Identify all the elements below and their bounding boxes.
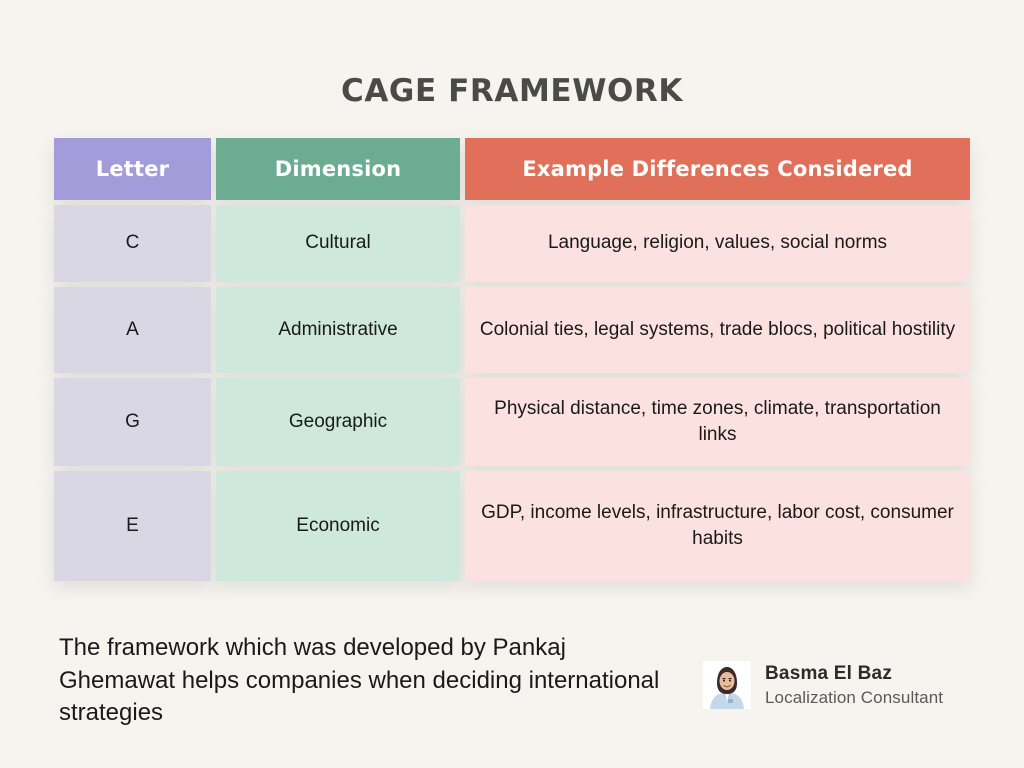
person-photo-avatar-icon [703, 661, 751, 709]
cell-dimension: Geographic [216, 378, 460, 466]
page-title-container: CAGE FRAMEWORK [0, 73, 1024, 109]
cell-letter: A [54, 287, 211, 373]
cell-example: Colonial ties, legal systems, trade bloc… [465, 287, 970, 373]
author-role: Localization Consultant [765, 687, 944, 707]
table-row: A Administrative Colonial ties, legal sy… [54, 287, 970, 373]
author-name: Basma El Baz [765, 662, 893, 684]
cell-letter: C [54, 205, 211, 282]
column-header-example-differences: Example Differences Considered [465, 138, 970, 200]
page-title: CAGE FRAMEWORK [340, 73, 684, 109]
cage-framework-table: Letter Dimension Example Differences Con… [54, 138, 970, 581]
table-header-row: Letter Dimension Example Differences Con… [54, 138, 970, 200]
avatar [703, 661, 751, 709]
column-header-letter: Letter [54, 138, 211, 200]
cell-dimension: Cultural [216, 205, 460, 282]
cell-letter: G [54, 378, 211, 466]
cell-example: Physical distance, time zones, climate, … [465, 378, 970, 466]
table-row: C Cultural Language, religion, values, s… [54, 205, 970, 282]
column-header-dimension: Dimension [216, 138, 460, 200]
table-row: E Economic GDP, income levels, infrastru… [54, 471, 970, 581]
table-row: G Geographic Physical distance, time zon… [54, 378, 970, 466]
author-attribution: Basma El Baz Localization Consultant [703, 661, 943, 709]
author-text-block: Basma El Baz Localization Consultant [765, 663, 943, 708]
cell-letter: E [54, 471, 211, 581]
caption-text: The framework which was developed by Pan… [59, 634, 660, 727]
cell-example: Language, religion, values, social norms [465, 205, 970, 282]
cell-dimension: Economic [216, 471, 460, 581]
cell-dimension: Administrative [216, 287, 460, 373]
cell-example: GDP, income levels, infrastructure, labo… [465, 471, 970, 581]
